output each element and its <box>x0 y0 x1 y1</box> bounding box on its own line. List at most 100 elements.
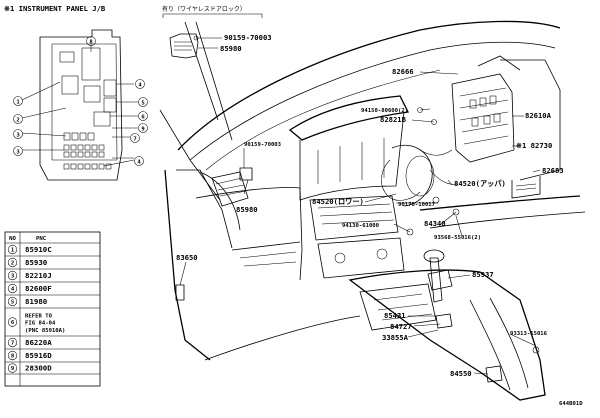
legend-number-circle <box>7 257 18 268</box>
jb-marker-3b: 3 <box>13 146 23 156</box>
legend-row: 9 28300D <box>7 363 52 373</box>
legend-number-circle <box>7 350 18 361</box>
center-stack <box>309 195 399 241</box>
legend-row: 5 81980 <box>7 296 47 307</box>
callout-93313-15016: 93313-15016 <box>510 331 548 337</box>
callout-84550: 84550 <box>450 369 472 378</box>
legend-pnc: 85916D <box>25 351 52 360</box>
callout-33855A: 33855A <box>382 333 409 342</box>
legend-pnc: FIG 84-04 <box>25 321 56 327</box>
jb-marker-4a: 4 <box>135 79 145 89</box>
callout-90170-10017: 90170-10017 <box>398 202 435 208</box>
legend-number: 1 <box>11 248 15 254</box>
legend-row: 7 86220A <box>7 337 52 348</box>
callout-94130-61000: 94130-61000 <box>342 223 380 229</box>
jb-title: ※1 INSTRUMENT PANEL J/B <box>4 4 106 13</box>
svg-text:3: 3 <box>16 133 19 139</box>
callout-leaders <box>179 71 541 375</box>
legend-number: 7 <box>11 341 14 347</box>
callout-93568-55016: 93568-55016(2) <box>434 235 481 241</box>
jb-marker-4b: 4 <box>134 156 144 166</box>
callout-85980: 85980 <box>236 205 258 214</box>
callout-82610A: 82610A <box>525 111 552 120</box>
callout-84520-upper: 84520(アッパ) <box>454 179 506 188</box>
center-console <box>348 269 546 401</box>
legend-row: 6 REFER TO FIG 84-04(PNC 85910A) <box>7 313 65 334</box>
legend-number-circle <box>7 244 18 255</box>
callout-84727: 84727 <box>390 322 412 331</box>
legend-header-pnc: PNC <box>36 236 46 242</box>
legend-pnc: REFER TO <box>25 313 53 319</box>
callout-85431: 85431 <box>384 311 406 320</box>
legend-number-circle <box>7 317 18 327</box>
callout-84520-lower: 84520(ロワー) <box>312 197 364 206</box>
legend-row: 2 85930 <box>7 257 47 268</box>
svg-text:4: 4 <box>138 83 142 89</box>
callout-85937: 85937 <box>472 270 494 279</box>
svg-text:9: 9 <box>141 127 145 133</box>
jb-marker-7: 7 <box>130 133 140 143</box>
jb-marker-1: 1 <box>13 96 23 106</box>
callout-82683: 82683 <box>542 166 564 175</box>
svg-text:2: 2 <box>16 118 19 124</box>
legend-pnc: 85930 <box>25 258 47 267</box>
jb-marker-8: 8 <box>86 36 96 46</box>
jb-marker-6: 6 <box>138 111 148 121</box>
callout-82730: ※1 82730 <box>516 141 552 150</box>
jb-marker-2: 2 <box>13 114 23 124</box>
callout-83650: 83650 <box>176 253 198 262</box>
svg-text:3: 3 <box>16 150 19 156</box>
svg-text:8: 8 <box>89 40 93 46</box>
legend-row: 8 85916D <box>7 350 52 361</box>
callout-82821B: 82821B <box>380 115 407 124</box>
junction-block-inset: ※1 INSTRUMENT PANEL J/B <box>4 4 148 181</box>
legend-number-circle <box>7 296 18 307</box>
left-vent <box>211 171 249 207</box>
callout-labels: 82666 94150-80600(2) 82821B 82610A ※1 82… <box>176 67 583 407</box>
inset-part-b: 85980 <box>220 44 242 53</box>
legend-number-circle <box>7 363 18 373</box>
callout-90159-70003: 90159-70003 <box>244 142 281 148</box>
callout-94150-80600: 94150-80600(2) <box>361 108 408 114</box>
jb-relay-8 <box>81 47 101 81</box>
legend-pnc: 82210J <box>25 271 52 280</box>
legend-number: 5 <box>11 300 14 306</box>
legend-row: 3 82210J <box>7 270 52 281</box>
part-83650 <box>175 284 185 301</box>
legend-pnc: 28300D <box>25 364 52 373</box>
legend-pnc: 85910C <box>25 245 52 254</box>
legend-number: 8 <box>11 354 15 360</box>
svg-text:6: 6 <box>141 115 145 121</box>
svg-text:4: 4 <box>137 160 141 166</box>
callout-84340: 84340 <box>424 219 446 228</box>
legend-number-circle <box>7 270 18 281</box>
legend-pnc: 86220A <box>25 338 52 347</box>
jb-marker-5: 5 <box>138 97 148 107</box>
inset-part-a: 90159-70003 <box>224 33 272 42</box>
legend-pnc: (PNC 85910A) <box>25 328 65 334</box>
part-85980-body <box>239 167 253 181</box>
legend-number: 2 <box>11 261 14 267</box>
jb-marker-3a: 3 <box>13 129 23 139</box>
inset-module <box>169 33 199 59</box>
legend-header-no: NO <box>9 236 16 242</box>
legend-number-circle <box>7 283 18 294</box>
legend-row: 1 85910C <box>7 244 52 255</box>
legend-number: 9 <box>11 366 15 372</box>
legend-number: 3 <box>11 274 14 280</box>
inset-caption: 有り（ワイヤレスドアロック） <box>162 5 246 13</box>
legend-pnc: 81980 <box>25 297 47 306</box>
jb-marker-9: 9 <box>138 123 148 133</box>
legend-number-circle <box>7 337 18 348</box>
wireless-inset: 有り（ワイヤレスドアロック） 90159-70003 85980 <box>162 5 272 59</box>
main-junction-block <box>451 73 515 163</box>
svg-text:7: 7 <box>133 137 136 143</box>
legend-pnc: 82600F <box>25 284 52 293</box>
legend-number: 6 <box>11 320 15 326</box>
jb-housing <box>39 29 123 181</box>
svg-text:1: 1 <box>16 100 20 106</box>
